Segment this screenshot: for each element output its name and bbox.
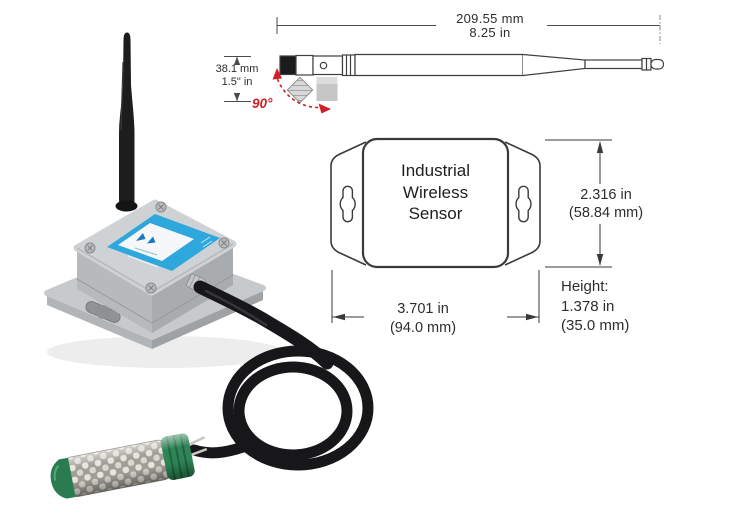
antenna-height-in: 1.5" in bbox=[221, 76, 253, 88]
width-mm: (58.84 mm) bbox=[568, 205, 644, 221]
antenna-length-dimension-line bbox=[276, 15, 661, 44]
length-dimension-line bbox=[331, 270, 540, 323]
antenna-height-label: 38.1 mm 1.5" in bbox=[210, 63, 264, 89]
length-mm: (94.0 mm) bbox=[389, 320, 457, 336]
photo-keyhole-slot bbox=[85, 301, 121, 323]
width-dimension-line bbox=[545, 139, 612, 268]
antenna-length-label: 209.55 mm 8.25 in bbox=[420, 12, 560, 39]
photo-shadow bbox=[47, 336, 283, 368]
sensor-body-label-line2: Wireless bbox=[402, 182, 469, 202]
photo-probe bbox=[50, 433, 208, 499]
antenna-height-dimension-line bbox=[224, 56, 251, 102]
width-in: 2.316 in bbox=[580, 187, 632, 203]
length-in: 3.701 in bbox=[397, 301, 449, 317]
photo-antenna bbox=[115, 32, 138, 212]
height-dimension-label: Height: 1.378 in (35.0 mm) bbox=[561, 277, 629, 336]
length-dimension-label: 3.701 in (94.0 mm) bbox=[368, 300, 478, 338]
antenna-height-mm: 38.1 mm bbox=[215, 63, 259, 75]
antenna-side-view bbox=[279, 53, 665, 77]
keyhole-slot-left-outline bbox=[339, 185, 356, 223]
width-dimension-label: 2.316 in (58.84 mm) bbox=[556, 186, 656, 222]
antenna-shaft bbox=[354, 53, 524, 77]
photo-screws bbox=[84, 201, 230, 294]
antenna-length-mm: 209.55 mm bbox=[456, 11, 524, 26]
sensor-body-label: Industrial Wireless Sensor bbox=[363, 160, 508, 225]
antenna-length-in: 8.25 in bbox=[469, 24, 511, 40]
product-photo bbox=[44, 32, 374, 499]
sensor-body-label-line1: Industrial bbox=[401, 161, 470, 180]
photo-alta-label bbox=[107, 214, 220, 271]
rotation-angle-label: 90° bbox=[252, 96, 273, 111]
photo-antenna-base bbox=[115, 200, 138, 212]
antenna-connector bbox=[279, 55, 297, 76]
sensor-body-outline bbox=[361, 137, 510, 269]
height-title: Height: bbox=[561, 278, 609, 295]
sensor-body-label-line3: Sensor bbox=[408, 204, 463, 223]
antenna-hinge bbox=[312, 55, 344, 76]
height-in: 1.378 in bbox=[561, 297, 615, 315]
keyhole-slot-right-outline bbox=[515, 185, 532, 223]
height-mm: (35.0 mm) bbox=[561, 317, 630, 334]
antenna-dimension-drawing bbox=[224, 15, 665, 114]
sensor-outline-drawing bbox=[330, 137, 612, 323]
rotation-arc-icon bbox=[272, 68, 331, 114]
alta-logo-icon bbox=[136, 233, 156, 244]
antenna-rotated-ghost bbox=[286, 76, 338, 104]
